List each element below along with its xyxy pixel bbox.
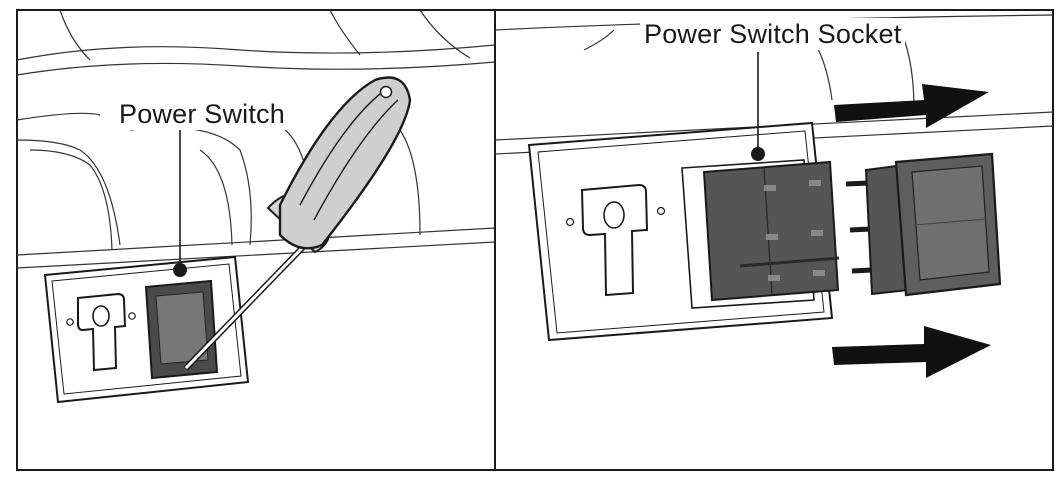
- screwdriver-icon: [183, 76, 412, 371]
- power-switch-socket-label: Power Switch Socket: [640, 18, 906, 50]
- machine-body-outline: [16, 9, 496, 269]
- panel-remove-switch: [16, 9, 496, 471]
- arrow-right-icon: [834, 84, 989, 128]
- rocker-switch-icon: [845, 152, 1002, 297]
- panel-switch-socket: [494, 9, 1054, 471]
- switch-plate: [43, 255, 250, 404]
- arrow-right-icon: [832, 326, 991, 378]
- power-switch-label: Power Switch: [113, 98, 291, 130]
- rocker-switch-icon: [144, 279, 219, 380]
- switch-socket-block: [702, 160, 840, 302]
